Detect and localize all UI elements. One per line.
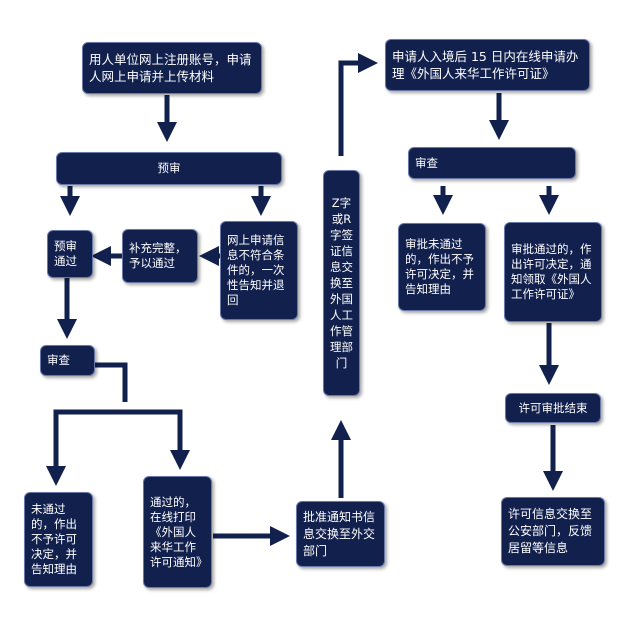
node-pass-print: 通过的，在线打印《外国人来华工作许可通知》 bbox=[143, 476, 212, 588]
arrow-branch-to-passprint bbox=[125, 409, 190, 470]
arrow-branch-to-notpass bbox=[46, 409, 125, 486]
node-not-approved: 审批未通过的，作出不予许可决定，并告知理由 bbox=[398, 223, 486, 311]
node-register: 用人单位网上注册账号，申请人网上申请并上传材料 bbox=[82, 42, 262, 94]
node-review: 审查 bbox=[40, 345, 95, 376]
node-not-pass: 未通过的，作出不予许可决定，并告知理由 bbox=[24, 492, 93, 587]
node-pre-pass: 预审通过 bbox=[47, 230, 93, 278]
node-supplement: 补充完整，予以通过 bbox=[122, 229, 198, 283]
node-approved: 审批通过的，作出许可决定，通知领取《外国人工作许可证》 bbox=[504, 222, 602, 322]
node-z-visa-exchange: Z字或R字签证信息交换至外国人工作管理部门 bbox=[323, 170, 360, 396]
arrow-review-branch bbox=[95, 362, 128, 402]
node-info-exchange: 许可信息交换至公安部门，反馈居留等信息 bbox=[501, 497, 605, 566]
node-approval-end: 许可审批结束 bbox=[505, 393, 601, 423]
node-pre-review: 预审 bbox=[56, 152, 282, 185]
node-approval-exchange: 批准通知书信息交换至外交部门 bbox=[296, 501, 385, 567]
node-review2: 审查 bbox=[408, 147, 576, 179]
node-not-meet: 网上申请信息不符合条件的，一次性告知并退回 bbox=[220, 221, 298, 320]
arrow-zvisa-to-entry bbox=[338, 53, 378, 156]
node-entry-apply: 申请人入境后 15 日内在线申请办理《外国人来华工作许可证》 bbox=[385, 39, 590, 91]
